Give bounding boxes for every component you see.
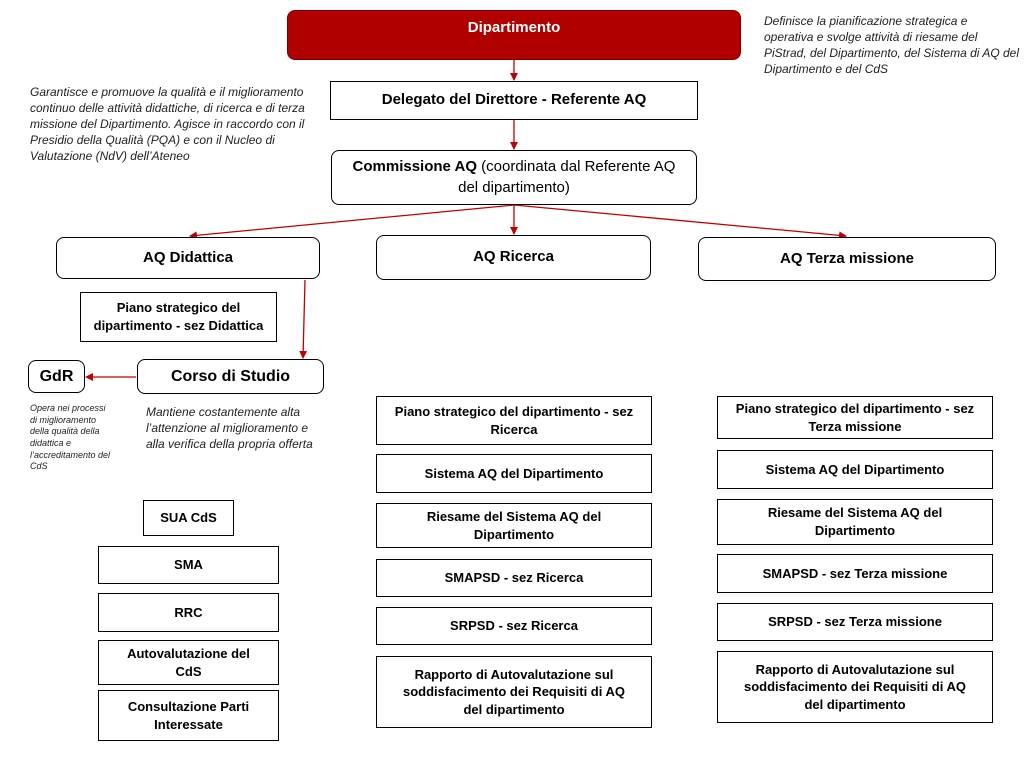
terza-doc-label: Piano strategico del dipartimento - sez …: [735, 400, 975, 434]
gdr-label: GdR: [39, 367, 74, 385]
corso-box: Corso di Studio: [137, 359, 324, 394]
area-terza-box: AQ Terza missione: [698, 237, 996, 281]
area-didattica-box: AQ Didattica: [56, 237, 320, 279]
terza-doc-label: Rapporto di Autovalutazione sul soddisfa…: [744, 661, 966, 712]
department-box: Dipartimento: [287, 10, 741, 60]
terza-doc-rapporto: Rapporto di Autovalutazione sul soddisfa…: [717, 651, 993, 723]
didattica-piano-box: Piano strategico del dipartimento - sez …: [80, 292, 277, 342]
ricerca-doc-label: SRPSD - sez Ricerca: [450, 618, 578, 634]
commission-label: Commissione AQ (coordinata dal Referente…: [342, 157, 686, 198]
delegate-note: Garantisce e promuove la qualità e il mi…: [30, 85, 305, 163]
ricerca-doc-srpsd: SRPSD - sez Ricerca: [376, 607, 652, 645]
terza-doc-label: Sistema AQ del Dipartimento: [765, 461, 945, 477]
delegate-label: Delegato del Direttore - Referente AQ: [381, 91, 647, 109]
didattica-doc-label: SUA CdS: [160, 510, 217, 526]
ricerca-doc-label: Rapporto di Autovalutazione sul soddisfa…: [403, 666, 625, 717]
ricerca-doc-label: SMAPSD - sez Ricerca: [444, 570, 584, 586]
ricerca-doc-smapsd: SMAPSD - sez Ricerca: [376, 559, 652, 597]
terza-doc-smapsd: SMAPSD - sez Terza missione: [717, 554, 993, 593]
area-ricerca-box: AQ Ricerca: [376, 235, 651, 280]
department-label: Dipartimento: [467, 19, 561, 36]
ricerca-doc-label: Piano strategico del dipartimento - sez …: [394, 403, 634, 437]
terza-doc-label: Riesame del Sistema AQ del Dipartimento: [767, 505, 943, 538]
delegate-box: Delegato del Direttore - Referente AQ: [330, 81, 698, 120]
terza-doc-label: SMAPSD - sez Terza missione: [762, 565, 948, 581]
terza-doc-piano: Piano strategico del dipartimento - sez …: [717, 396, 993, 439]
didattica-doc-sma: SMA: [98, 546, 279, 584]
ricerca-doc-riesame: Riesame del Sistema AQ del Dipartimento: [376, 503, 652, 548]
didattica-doc-rrc: RRC: [98, 593, 279, 632]
area-ricerca-label: AQ Ricerca: [473, 248, 554, 266]
didattica-doc-autovalutazione: Autovalutazione del CdS: [98, 640, 279, 685]
ricerca-doc-label: Riesame del Sistema AQ del Dipartimento: [426, 508, 602, 542]
area-didattica-label: AQ Didattica: [142, 248, 233, 266]
commission-label-bold: Commissione AQ: [352, 158, 477, 176]
gdr-box: GdR: [28, 360, 85, 393]
terza-doc-sistema: Sistema AQ del Dipartimento: [717, 450, 993, 489]
didattica-doc-label: SMA: [174, 557, 203, 573]
ricerca-doc-label: Sistema AQ del Dipartimento: [424, 465, 604, 481]
terza-doc-riesame: Riesame del Sistema AQ del Dipartimento: [717, 499, 993, 545]
arrow-commission-to-didattica: [189, 204, 515, 240]
ricerca-doc-rapporto: Rapporto di Autovalutazione sul soddisfa…: [376, 656, 652, 728]
arrow-didattica-to-corso: [299, 279, 308, 359]
didattica-doc-label: Consultazione Parti Interessate: [127, 698, 250, 732]
didattica-doc-label: Autovalutazione del CdS: [127, 645, 250, 679]
ricerca-doc-sistema: Sistema AQ del Dipartimento: [376, 454, 652, 493]
terza-doc-srpsd: SRPSD - sez Terza missione: [717, 603, 993, 641]
corso-note: Mantiene costantemente alta l’attenzione…: [146, 405, 313, 451]
area-terza-label: AQ Terza missione: [780, 249, 914, 267]
commission-label-rest: (coordinata dal Referente AQ del diparti…: [458, 158, 676, 196]
terza-doc-label: SRPSD - sez Terza missione: [768, 614, 942, 630]
didattica-doc-label: RRC: [174, 604, 203, 620]
didattica-doc-consultazione: Consultazione Parti Interessate: [98, 690, 279, 741]
department-note: Definisce la pianificazione strategica e…: [764, 14, 1020, 76]
didattica-piano-label: Piano strategico del dipartimento - sez …: [93, 300, 264, 333]
didattica-doc-sua: SUA CdS: [143, 500, 234, 536]
gdr-note: Opera nei processi di miglioramento dell…: [30, 403, 111, 472]
ricerca-doc-piano: Piano strategico del dipartimento - sez …: [376, 396, 652, 445]
commission-box: Commissione AQ (coordinata dal Referente…: [331, 150, 697, 205]
corso-label: Corso di Studio: [170, 367, 291, 385]
arrow-commission-to-terza: [513, 204, 847, 240]
